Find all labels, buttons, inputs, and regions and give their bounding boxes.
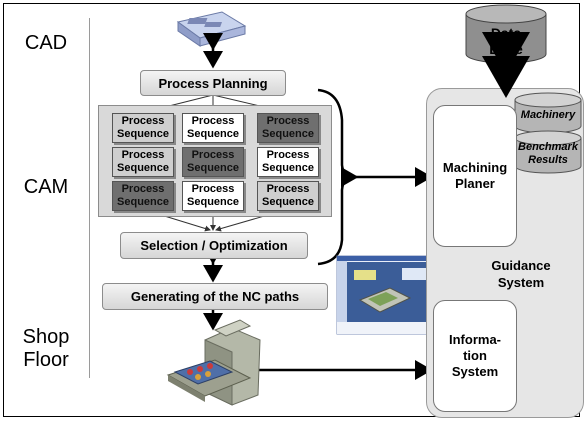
process-sequence-label: Process Sequence [187,115,239,140]
process-sequence-5: Process Sequence [182,147,244,177]
process-sequence-6: Process Sequence [257,147,319,177]
information-system-box: Informa- tion System [433,300,517,412]
process-sequence-8: Process Sequence [182,181,244,211]
process-sequence-label: Process Sequence [262,149,314,174]
process-sequence-label: Process Sequence [117,115,169,140]
process-sequence-9: Process Sequence [257,181,319,211]
stage-shop-floor: Shop Floor [22,326,70,371]
machinery-label: Machinery [520,109,576,121]
stage-cam: CAM [23,176,69,198]
process-sequence-label: Process Sequence [187,149,239,174]
stage-divider [89,18,90,378]
process-sequence-7: Process Sequence [112,181,174,211]
machining-planer-box: Machining Planer [433,105,517,247]
stage-cad: CAD [24,32,68,54]
process-sequence-1: Process Sequence [112,113,174,143]
guidance-system-label: Guidance System [491,258,551,290]
process-sequence-label: Process Sequence [117,149,169,174]
process-sequence-2: Process Sequence [182,113,244,143]
benchmark-results-label: Benchmark Results [518,141,578,166]
process-sequence-label: Process Sequence [262,115,314,140]
database-label: Data Base [489,25,523,57]
process-sequence-label: Process Sequence [187,183,239,208]
process-sequence-label: Process Sequence [117,183,169,208]
process-sequence-4: Process Sequence [112,147,174,177]
process-sequence-label: Process Sequence [262,183,314,208]
process-planning-box: Process Planning [140,70,286,96]
selection-optimization-box: Selection / Optimization [120,232,308,259]
nc-paths-box: Generating of the NC paths [102,283,328,310]
process-sequence-3: Process Sequence [257,113,319,143]
information-system-label: Informa- tion System [449,332,501,379]
machining-planer-label: Machining Planer [442,160,508,191]
